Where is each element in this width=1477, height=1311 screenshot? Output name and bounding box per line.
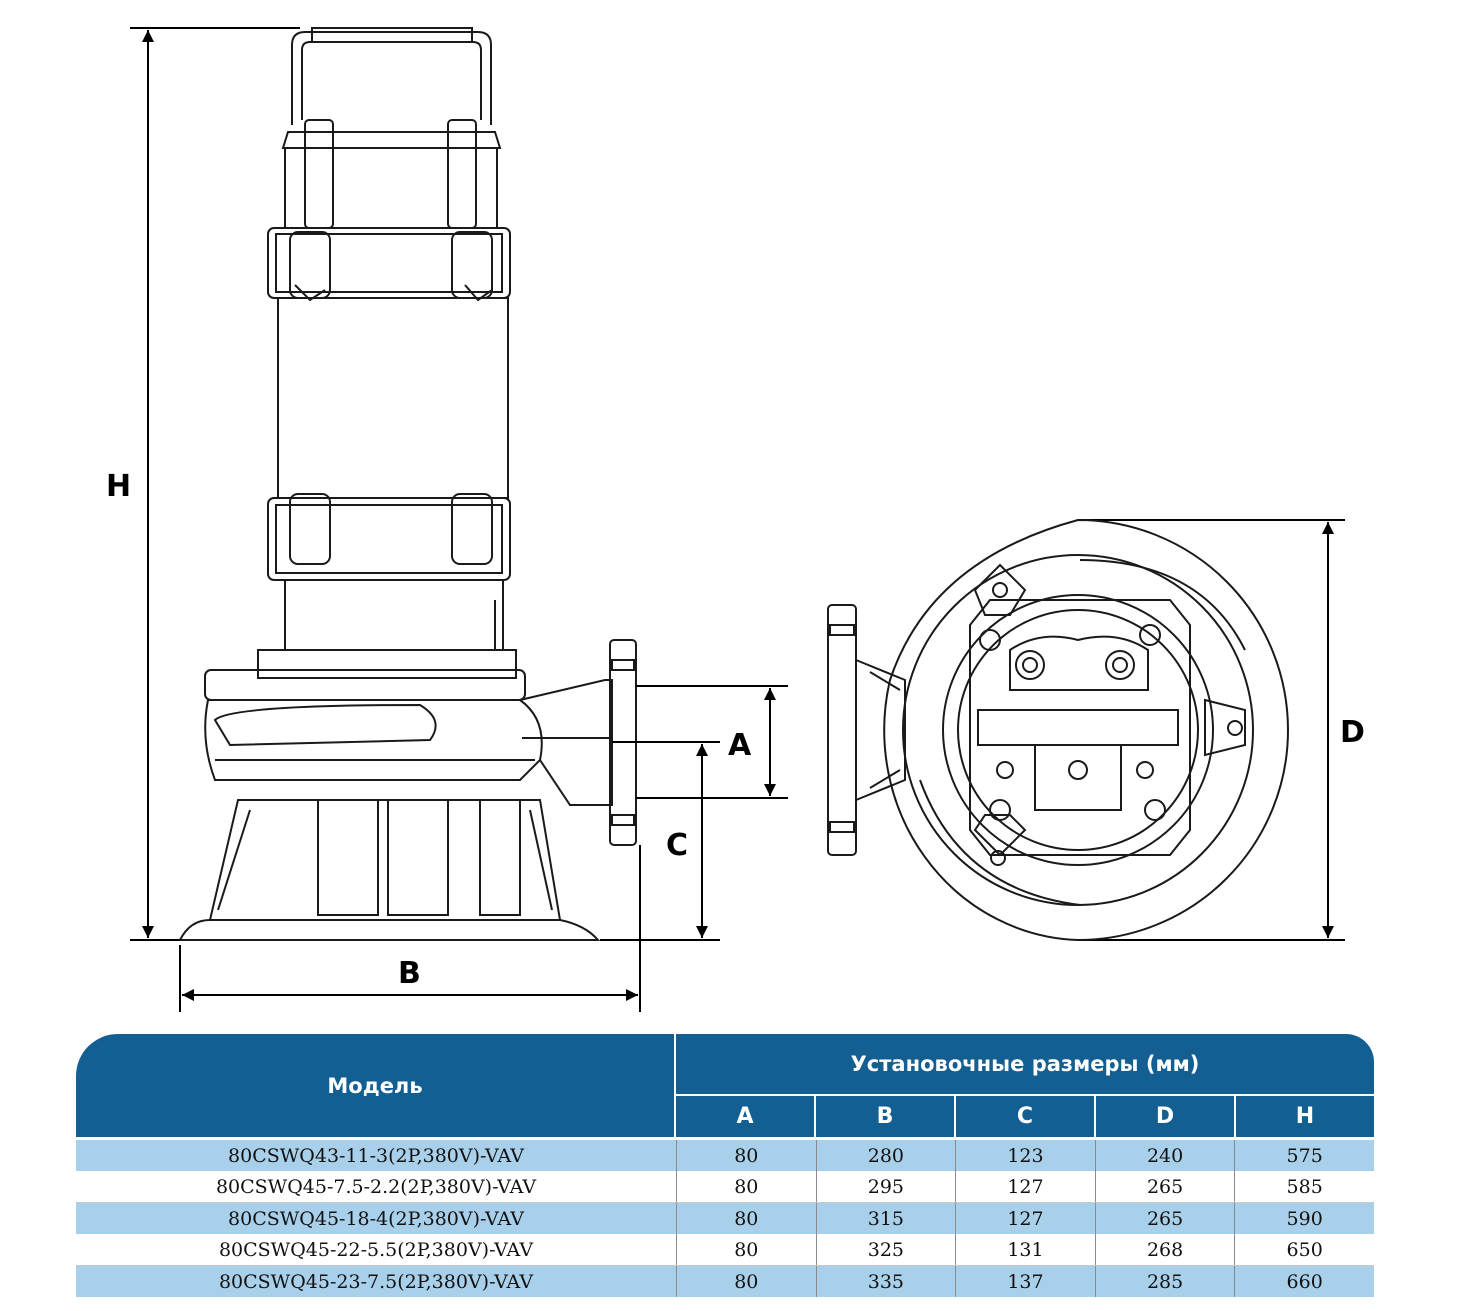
value-cell: 650 [1234, 1234, 1374, 1265]
table-row: 80CSWQ45-7.5-2.2(2P,380V)-VAV 80 295 127… [76, 1171, 1374, 1203]
value-cell: 325 [815, 1234, 956, 1265]
column-header-h: H [1234, 1096, 1374, 1137]
column-header-b: B [814, 1096, 954, 1137]
column-header-d: D [1094, 1096, 1234, 1137]
pump-top-view [827, 518, 1289, 942]
value-cell: 240 [1094, 1140, 1235, 1171]
model-cell: 80CSWQ43-11-3(2P,380V)-VAV [228, 1144, 524, 1167]
table-body: 80CSWQ43-11-3(2P,380V)-VAV 80 280 123 24… [76, 1140, 1374, 1297]
value-cell: 285 [1094, 1266, 1235, 1297]
column-header-a: A [676, 1096, 814, 1137]
value-cell: 585 [1234, 1171, 1374, 1202]
model-column-header: Модель [76, 1034, 674, 1137]
value-cell: 127 [955, 1171, 1095, 1202]
value-cell: 80 [676, 1266, 816, 1297]
table-row: 80CSWQ45-23-7.5(2P,380V)-VAV 80 335 137 … [76, 1266, 1374, 1297]
value-cell: 80 [676, 1203, 816, 1234]
dimensions-group-header: Установочные размеры (мм) [676, 1034, 1374, 1094]
dimension-lines [130, 27, 1345, 1012]
value-cell: 80 [676, 1171, 816, 1202]
column-header-c: C [954, 1096, 1094, 1137]
value-cell: 268 [1094, 1234, 1235, 1265]
model-cell: 80CSWQ45-23-7.5(2P,380V)-VAV [218, 1270, 534, 1293]
table-row: 80CSWQ45-18-4(2P,380V)-VAV 80 315 127 26… [76, 1203, 1374, 1234]
value-cell: 265 [1094, 1171, 1235, 1202]
value-cell: 80 [676, 1140, 816, 1171]
value-cell: 280 [815, 1140, 956, 1171]
dimensions-header: Установочные размеры (мм) A B C D H [676, 1034, 1374, 1137]
table-row: 80CSWQ43-11-3(2P,380V)-VAV 80 280 123 24… [76, 1140, 1374, 1171]
value-cell: 295 [815, 1171, 956, 1202]
value-cell: 660 [1234, 1266, 1374, 1297]
label-C: C [666, 828, 688, 863]
model-cell: 80CSWQ45-22-5.5(2P,380V)-VAV [218, 1238, 534, 1261]
value-cell: 315 [815, 1203, 956, 1234]
value-cell: 590 [1234, 1203, 1374, 1234]
model-cell: 80CSWQ45-7.5-2.2(2P,380V)-VAV [215, 1175, 537, 1198]
label-H: H [106, 469, 131, 504]
value-cell: 265 [1094, 1203, 1235, 1234]
value-cell: 127 [955, 1203, 1095, 1234]
label-D: D [1340, 715, 1365, 750]
value-cell: 80 [676, 1234, 816, 1265]
label-A: A [728, 728, 752, 763]
value-cell: 575 [1234, 1140, 1374, 1171]
label-B: B [398, 956, 421, 991]
value-cell: 137 [955, 1266, 1095, 1297]
value-cell: 123 [955, 1140, 1095, 1171]
pump-dimension-drawing: H B A C D [106, 27, 1365, 1012]
value-cell: 335 [815, 1266, 956, 1297]
pump-side-view [178, 27, 637, 941]
table-row: 80CSWQ45-22-5.5(2P,380V)-VAV 80 325 131 … [76, 1234, 1374, 1266]
value-cell: 131 [955, 1234, 1095, 1265]
model-cell: 80CSWQ45-18-4(2P,380V)-VAV [228, 1207, 524, 1230]
